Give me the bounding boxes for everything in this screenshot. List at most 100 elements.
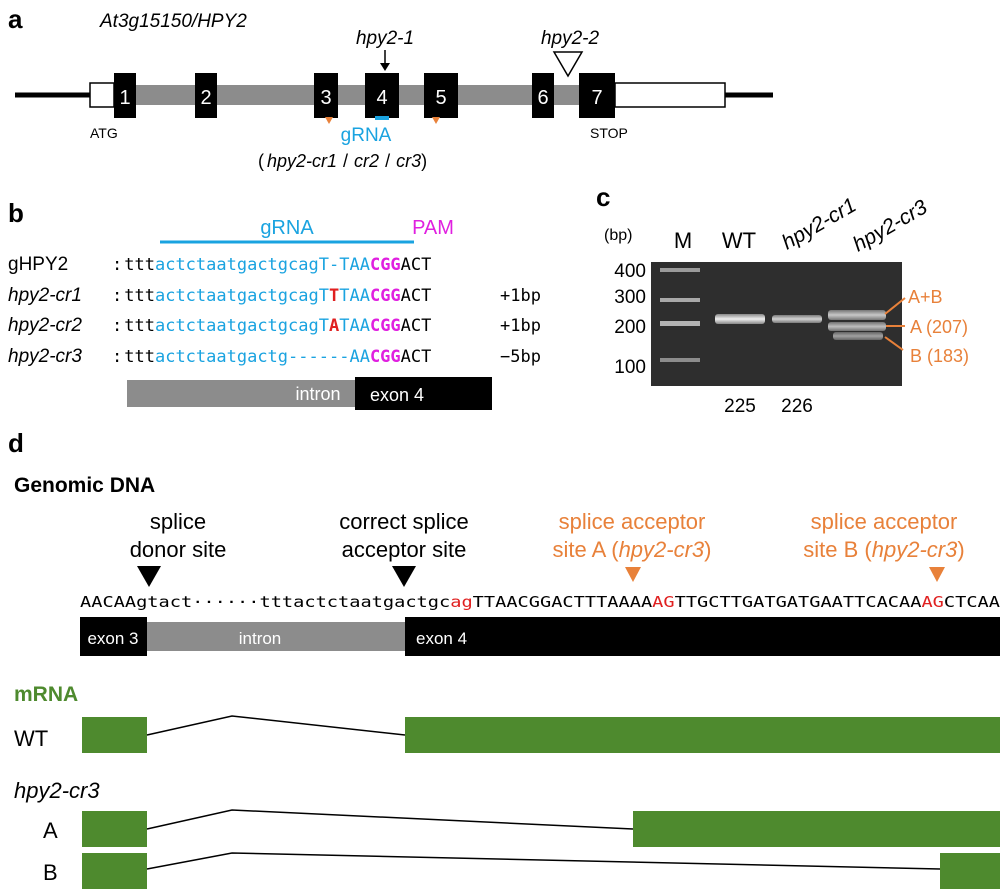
indel-size: +1bp xyxy=(500,286,541,306)
gel-band-hpy2-cr1 xyxy=(772,315,822,323)
site-b-line1: splice acceptor xyxy=(811,509,958,534)
gel-band-wt xyxy=(715,314,765,324)
crispr-open: ( xyxy=(258,151,264,171)
band-pointer-a-plus-b xyxy=(884,297,906,315)
correct-site-line2: acceptor site xyxy=(342,537,467,562)
b-splice-line xyxy=(146,852,941,870)
utr5 xyxy=(89,82,115,108)
a-exon4 xyxy=(633,811,1000,847)
site-a-line1: splice acceptor xyxy=(559,509,706,534)
wt-label: WT xyxy=(14,726,48,751)
exon-7-label: 7 xyxy=(591,87,602,109)
exon-4-label: 4 xyxy=(376,87,387,109)
wt-exon4 xyxy=(405,717,1000,753)
sequence: :tttactctaatgactg------AACGGACT xyxy=(112,347,431,367)
panel-c-label: c xyxy=(596,182,610,212)
crispr-sep2: / xyxy=(385,151,390,171)
sequence-row-hpy2-cr1: hpy2-cr1 :tttactctaatgactgcagTTTAACGGACT… xyxy=(8,285,541,306)
crispr-close: ) xyxy=(421,151,427,171)
gene-name: At3g15150/HPY2 xyxy=(99,11,247,32)
site-a-line2: site A (hpy2-cr3) xyxy=(553,537,712,562)
exon-6-label: 6 xyxy=(537,87,548,109)
crispr-allele1: hpy2-cr1 xyxy=(267,151,337,171)
wt-splice-line xyxy=(146,715,406,736)
lane-label-hpy2-cr3: hpy2-cr3 xyxy=(849,195,932,256)
exon-2: 2 xyxy=(195,73,217,118)
mrna-wt: WT xyxy=(14,715,1000,753)
lane-label-m: M xyxy=(674,228,692,253)
utr3 xyxy=(614,82,726,108)
crispr-allele2: cr2 xyxy=(354,151,379,171)
gel-band-b xyxy=(833,332,883,340)
wt-exon3 xyxy=(82,717,147,753)
atg-label: ATG xyxy=(90,125,118,141)
band-pointer-b xyxy=(884,336,904,351)
panel-c: c (bp) M WT hpy2-cr1 hpy2-cr3 400 300 20… xyxy=(596,182,969,417)
intron-label: intron xyxy=(295,384,340,404)
primer-reverse-icon xyxy=(432,117,440,124)
exon-3-label: 3 xyxy=(320,87,331,109)
gel-band-a xyxy=(828,322,886,331)
exon4-block xyxy=(405,617,1000,656)
hpy2-1-label: hpy2-1 xyxy=(356,28,414,49)
intron-bar xyxy=(114,85,579,105)
ladder-label-300: 300 xyxy=(614,287,646,308)
panel-a: a At3g15150/HPY2 1 2 3 4 5 6 7 ATG STOP … xyxy=(8,4,773,171)
exon4-label: exon 4 xyxy=(370,385,424,405)
sequence: :tttactctaatgactgcagT-TAACGGACT xyxy=(112,255,431,275)
sequence-row-hpy2-cr2: hpy2-cr2 :tttactctaatgactgcagTATAACGGACT… xyxy=(8,315,541,336)
intron-block xyxy=(147,622,405,651)
sequence-row-hpy2-cr3: hpy2-cr3 :tttactctaatgactg------AACGGACT… xyxy=(8,346,541,367)
exon-5-label: 5 xyxy=(435,87,446,109)
sequence-row-ghpy2: gHPY2 :tttactctaatgactgcagT-TAACGGACT xyxy=(8,254,431,275)
exon3-label: exon 3 xyxy=(87,629,138,648)
intron-label: intron xyxy=(239,629,282,648)
row-b-label: B xyxy=(43,860,58,885)
lane-label-hpy2-cr1: hpy2-cr1 xyxy=(778,194,860,255)
ladder-label-200: 200 xyxy=(614,317,646,338)
crispr-allele3: cr3 xyxy=(396,151,421,171)
hpy2-2-insertion-icon xyxy=(552,51,584,78)
panel-a-label: a xyxy=(8,4,23,34)
exon-2-label: 2 xyxy=(200,87,211,109)
site-b-marker-icon xyxy=(929,567,945,582)
size-label-hpy2-cr1: 226 xyxy=(781,396,813,417)
mrna-title: mRNA xyxy=(14,683,78,706)
ladder-label-400: 400 xyxy=(614,261,646,282)
band-label-a-plus-b: A+B xyxy=(908,287,943,307)
exon-1-label: 1 xyxy=(119,87,130,109)
row-name: hpy2-cr2 xyxy=(8,315,82,336)
ladder-label-100: 100 xyxy=(614,357,646,378)
correct-site-line1: correct splice xyxy=(339,509,469,534)
band-label-a: A (207) xyxy=(910,317,968,337)
intron-block xyxy=(127,380,355,407)
donor-site-marker-icon xyxy=(137,566,161,587)
mrna-hpy2-cr3-a: A xyxy=(43,809,1000,847)
stop-label: STOP xyxy=(590,125,628,141)
unit-label: (bp) xyxy=(604,227,632,244)
sequence: :tttactctaatgactgcagTTTAACGGACT xyxy=(112,286,431,306)
row-a-label: A xyxy=(43,818,58,843)
genomic-dna-title: Genomic DNA xyxy=(14,474,155,497)
size-label-wt: 225 xyxy=(724,396,756,417)
exon4-block xyxy=(355,377,492,410)
site-b-line2: site B (hpy2-cr3) xyxy=(803,537,964,562)
lane-label-wt: WT xyxy=(722,228,756,253)
ladder-bands xyxy=(660,268,700,362)
panel-d: d Genomic DNA splice donor site correct … xyxy=(8,428,1000,889)
row-name: gHPY2 xyxy=(8,254,68,275)
exon-3: 3 xyxy=(314,73,338,118)
indel-size: +1bp xyxy=(500,316,541,336)
b-exon4 xyxy=(940,853,1000,889)
a-splice-line xyxy=(146,809,634,830)
a-exon3 xyxy=(82,811,147,847)
exon-6: 6 xyxy=(532,73,554,118)
site-a-marker-icon xyxy=(625,567,641,582)
panel-b: b gRNA PAM gHPY2 :tttactctaatgactgcagT-T… xyxy=(8,198,541,410)
crispr-alleles: (hpy2-cr1/cr2/cr3) xyxy=(258,151,427,171)
panel-b-label: b xyxy=(8,198,24,228)
exon-5: 5 xyxy=(424,73,458,118)
grna-label: gRNA xyxy=(341,125,392,146)
